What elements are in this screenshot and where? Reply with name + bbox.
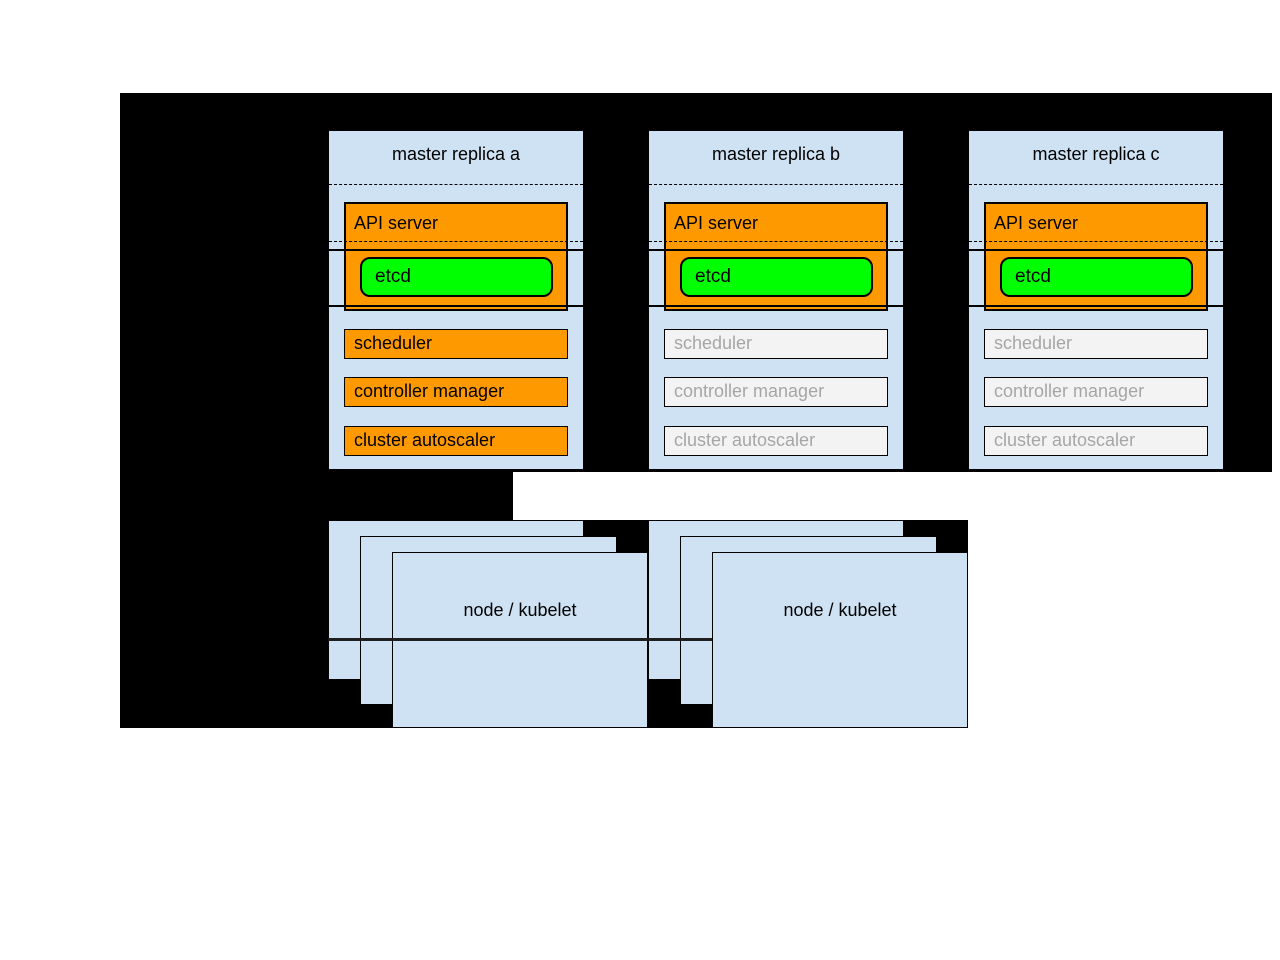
zone-divider-dashed: [329, 241, 583, 242]
api-server-label: API server: [674, 213, 759, 233]
controller-manager-box: controller manager: [984, 377, 1208, 407]
zone-divider-dashed: [969, 241, 1223, 242]
etcd-box: etcd: [360, 257, 553, 297]
zone-divider-solid: [329, 249, 583, 251]
node-kubelet-label: node / kubelet: [783, 600, 897, 620]
scheduler-box: scheduler: [984, 329, 1208, 359]
zone-divider-solid: [329, 305, 583, 307]
controller-manager-box: controller manager: [664, 377, 888, 407]
cluster-autoscaler-box: cluster autoscaler: [344, 426, 568, 456]
node-divider-line: [328, 638, 712, 641]
replica-title: master replica a: [391, 144, 521, 164]
master-replica-a: master replica a API server etcd schedul…: [328, 130, 584, 470]
api-server-label: API server: [354, 213, 439, 233]
zone-divider-solid: [649, 305, 903, 307]
zone-divider-dashed: [649, 184, 903, 185]
node-kubelet-label: node / kubelet: [463, 600, 577, 620]
replica-title: master replica c: [1032, 144, 1160, 164]
cluster-autoscaler-box: cluster autoscaler: [984, 426, 1208, 456]
controller-manager-box: controller manager: [344, 377, 568, 407]
zone-divider-solid: [969, 249, 1223, 251]
zone-divider-dashed: [969, 184, 1223, 185]
cluster-autoscaler-box: cluster autoscaler: [664, 426, 888, 456]
scheduler-box: scheduler: [664, 329, 888, 359]
master-replica-b: master replica b API server etcd schedul…: [648, 130, 904, 470]
cluster-background-left-strip: [120, 472, 513, 520]
master-replica-c: master replica c API server etcd schedul…: [968, 130, 1224, 470]
node-box-front: node / kubelet: [712, 552, 968, 728]
scheduler-box: scheduler: [344, 329, 568, 359]
zone-divider-dashed: [649, 241, 903, 242]
etcd-box: etcd: [680, 257, 873, 297]
zone-divider-solid: [649, 249, 903, 251]
replica-title: master replica b: [711, 144, 841, 164]
api-server-label: API server: [994, 213, 1079, 233]
zone-divider-dashed: [329, 184, 583, 185]
etcd-box: etcd: [1000, 257, 1193, 297]
zone-divider-solid: [969, 305, 1223, 307]
